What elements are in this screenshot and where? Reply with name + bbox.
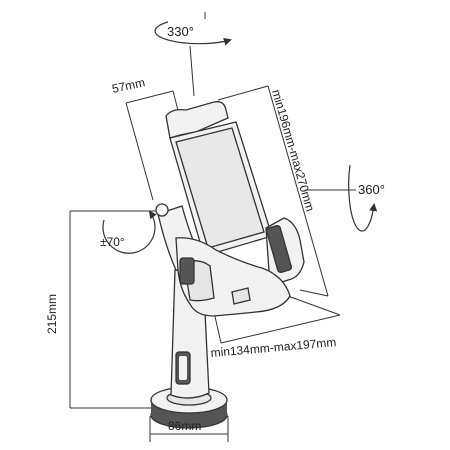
- label-rotation-top: 330°: [167, 24, 194, 39]
- base-width-dimension: [149, 416, 229, 442]
- label-tilt: ±70°: [100, 235, 125, 249]
- rotation-arc-tilt: [102, 210, 157, 254]
- top-rotation-axis: [189, 45, 195, 97]
- tablet-holder-frame: [165, 101, 305, 317]
- label-stand-height: 215mm: [45, 294, 59, 334]
- label-depth: 57mm: [111, 75, 147, 96]
- width-range-dimension: [213, 295, 341, 344]
- label-rotation-right: 360°: [358, 182, 385, 197]
- rotation-arc-top: [154, 12, 232, 46]
- lower-latch: [179, 257, 195, 285]
- stand-height-dimension: [69, 210, 160, 409]
- label-width-range: min134mm-max197mm: [210, 335, 337, 360]
- label-height-range: min196mm-max270mm: [269, 88, 317, 213]
- rotation-arc-right: [348, 164, 378, 232]
- tilt-knob: [155, 203, 169, 217]
- label-base-width: 86mm: [168, 419, 201, 433]
- height-range-dimension: [217, 85, 329, 297]
